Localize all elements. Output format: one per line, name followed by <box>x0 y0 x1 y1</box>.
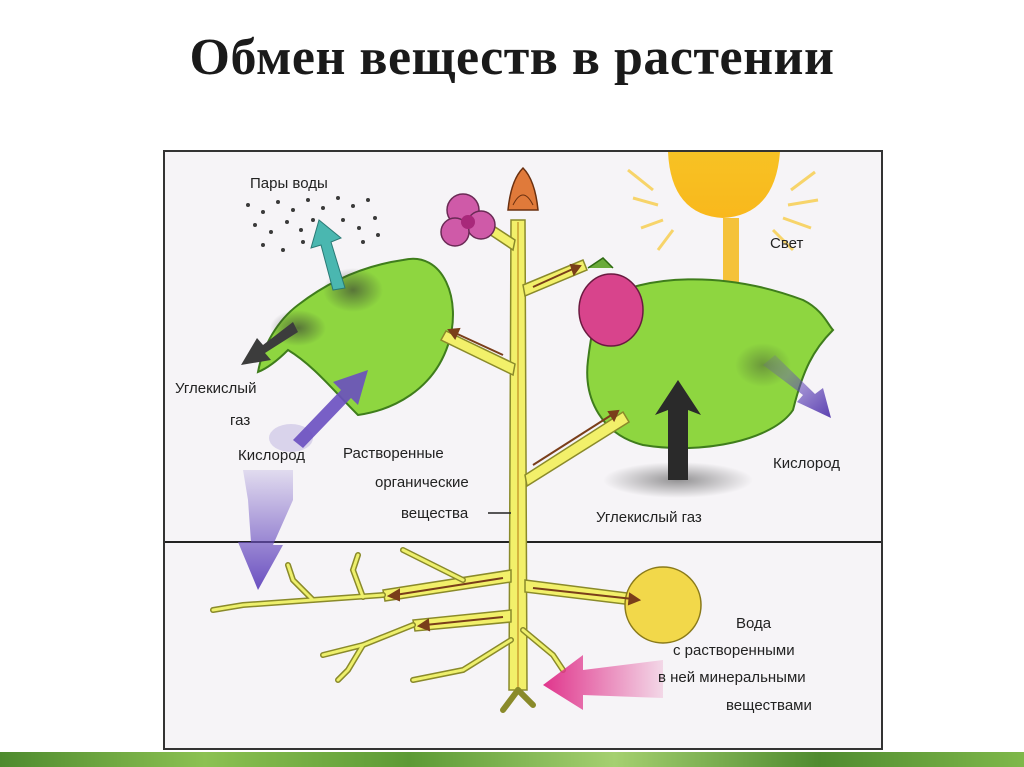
label-co2-left-2: газ <box>230 412 250 429</box>
label-water-4: веществами <box>726 697 812 714</box>
label-dissolved-1: Растворенные <box>343 445 444 462</box>
bottom-decorative-strip <box>0 752 1024 767</box>
label-light: Свет <box>770 235 803 252</box>
label-water-2: с растворенными <box>673 642 795 659</box>
label-oxygen-right: Кислород <box>773 455 840 472</box>
label-water-1: Вода <box>736 615 772 632</box>
slide-title: Обмен веществ в растении <box>0 28 1024 87</box>
label-co2-left-1: Углекислый <box>175 380 256 397</box>
water-ball-icon <box>625 567 701 643</box>
label-water-vapor: Пары воды <box>250 175 328 192</box>
label-dissolved-3: вещества <box>401 505 469 522</box>
plant-metabolism-diagram: Пары воды Свет Углекислый газ Кислород Р… <box>163 150 883 750</box>
label-oxygen-left: Кислород <box>238 447 305 464</box>
label-water-3: в ней минеральными <box>658 669 806 686</box>
label-dissolved-2: органические <box>375 474 469 491</box>
label-co2-right: Углекислый газ <box>596 509 702 526</box>
